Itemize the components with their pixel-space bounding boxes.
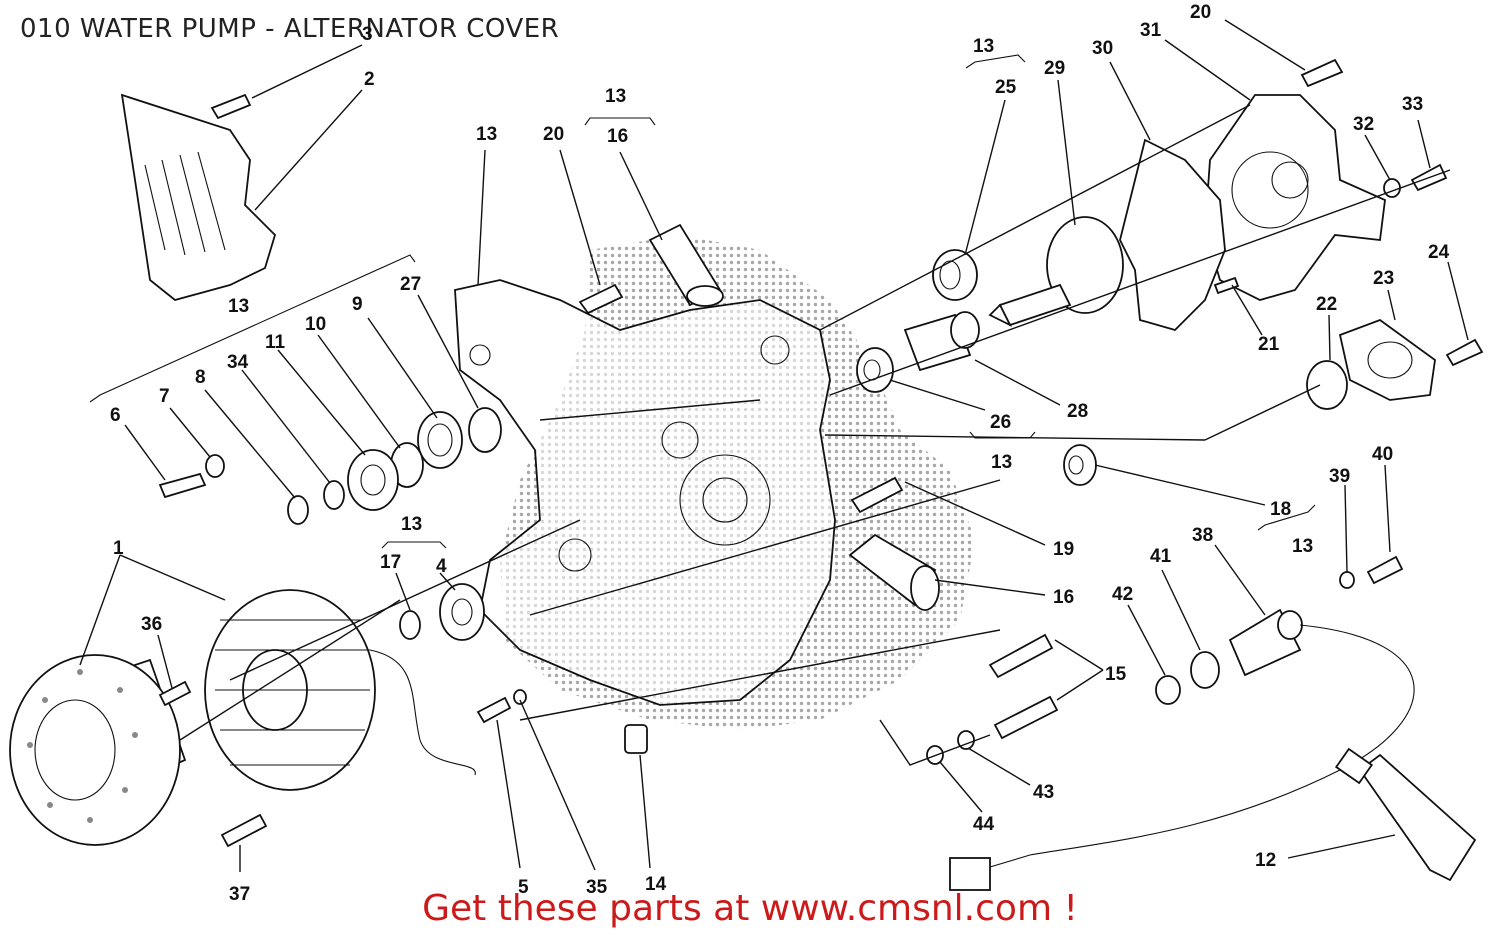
sealant-tube <box>1334 747 1477 882</box>
callout-13: 13 <box>973 36 994 57</box>
callout-12: 12 <box>1255 850 1276 871</box>
callout-4: 4 <box>436 556 447 577</box>
bearing-4 <box>399 583 485 641</box>
callout-20: 20 <box>543 124 564 145</box>
screws <box>158 58 1484 848</box>
callout-labels: 3 2 13 13 16 20 13 25 29 30 31 20 32 33 … <box>110 2 1450 905</box>
callout-9: 9 <box>352 294 363 315</box>
callout-6: 6 <box>110 405 121 426</box>
callout-31: 31 <box>1140 20 1162 41</box>
outlet-fitting <box>1306 318 1436 410</box>
callout-2: 2 <box>364 69 375 90</box>
callout-23: 23 <box>1373 268 1394 289</box>
callout-10: 10 <box>305 314 326 335</box>
callout-44: 44 <box>973 814 995 835</box>
callout-20: 20 <box>1190 2 1211 23</box>
bearing-stack <box>158 407 502 525</box>
callout-13: 13 <box>228 296 249 317</box>
callout-15: 15 <box>1105 664 1127 685</box>
upper-seals <box>856 249 980 393</box>
callout-18: 18 <box>1270 499 1291 520</box>
callout-36: 36 <box>141 614 162 635</box>
callout-39: 39 <box>1329 466 1350 487</box>
callout-21: 21 <box>1258 334 1280 355</box>
callout-13: 13 <box>1292 536 1313 557</box>
callout-41: 41 <box>1150 546 1172 567</box>
callout-43: 43 <box>1033 782 1054 803</box>
callout-34: 34 <box>227 352 249 373</box>
callout-8: 8 <box>195 367 206 388</box>
callout-24: 24 <box>1428 242 1450 263</box>
callout-33: 33 <box>1402 94 1423 115</box>
callout-11: 11 <box>265 332 286 353</box>
impeller-shaft <box>988 216 1124 328</box>
alternator-cover-housing <box>454 279 836 706</box>
callout-25: 25 <box>995 77 1017 98</box>
callout-26: 26 <box>990 412 1011 433</box>
watermark-advert-text: Get these parts at www.cmsnl.com ! <box>422 888 1078 929</box>
callout-14: 14 <box>645 874 667 895</box>
callout-42: 42 <box>1112 584 1133 605</box>
callout-28: 28 <box>1067 401 1088 422</box>
callout-7: 7 <box>159 386 170 407</box>
callout-37: 37 <box>229 884 250 905</box>
callout-27: 27 <box>400 274 421 295</box>
callout-19: 19 <box>1053 539 1074 560</box>
sprocket-cover <box>120 93 277 301</box>
callout-5: 5 <box>518 877 529 898</box>
callout-16: 16 <box>1053 587 1074 608</box>
stator <box>204 589 476 791</box>
diagram-title: 010 WATER PUMP - ALTERNATOR COVER <box>20 14 560 44</box>
callout-13: 13 <box>991 452 1012 473</box>
callout-38: 38 <box>1192 525 1213 546</box>
callout-13: 13 <box>605 86 626 107</box>
callout-1: 1 <box>113 538 124 559</box>
callout-13: 13 <box>401 514 422 535</box>
callout-3: 3 <box>362 24 373 45</box>
callout-30: 30 <box>1092 38 1113 59</box>
callout-35: 35 <box>586 877 608 898</box>
flywheel-rotor <box>9 654 187 846</box>
inlet-pipe-top <box>648 223 724 307</box>
inlet-pipe-lower <box>848 533 940 611</box>
callout-22: 22 <box>1316 294 1337 315</box>
callout-40: 40 <box>1372 444 1393 465</box>
water-pump-cover <box>1204 94 1386 301</box>
callout-29: 29 <box>1044 58 1065 79</box>
callout-16: 16 <box>607 126 628 147</box>
water-pump-gasket <box>1119 138 1226 332</box>
callout-32: 32 <box>1353 114 1374 135</box>
callout-17: 17 <box>380 552 401 573</box>
callout-13: 13 <box>476 124 497 145</box>
leader-lines <box>79 19 1469 872</box>
